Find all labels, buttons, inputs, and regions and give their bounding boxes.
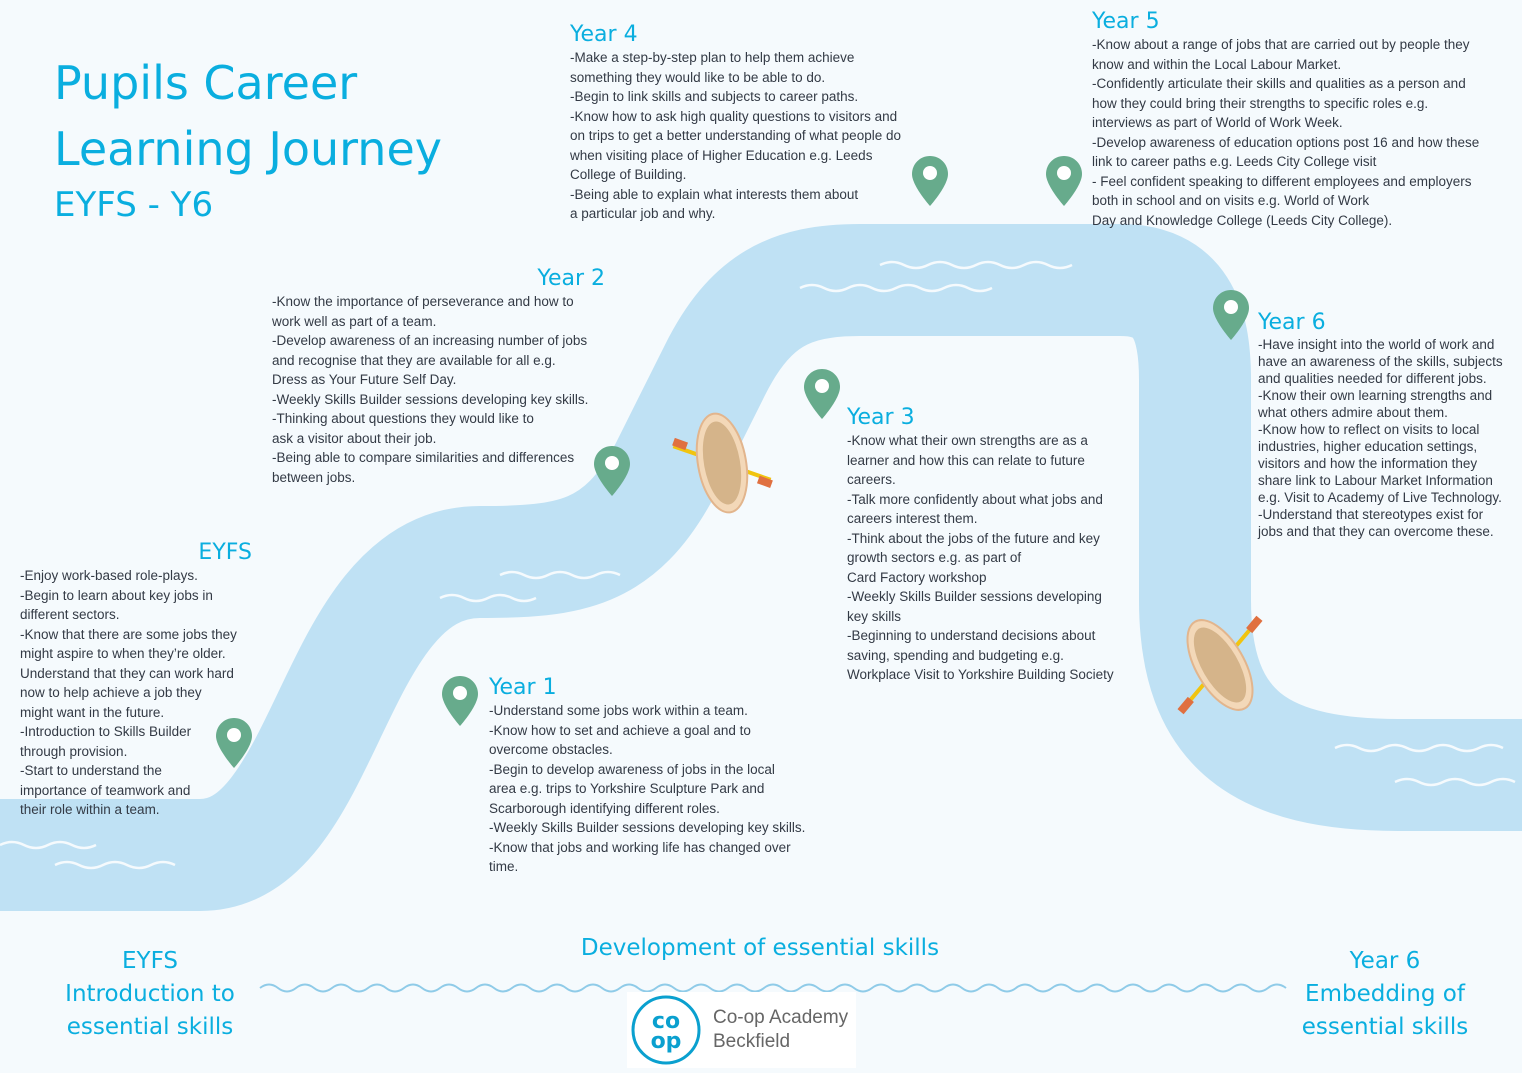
stage-year-5: Year 5-Know about a range of jobs that a… bbox=[1092, 9, 1480, 228]
canoe-1 bbox=[672, 412, 773, 514]
location-pin-icon bbox=[1046, 156, 1082, 206]
location-pin-icon bbox=[804, 369, 840, 419]
stage-year-2: Year 2-Know the importance of perseveran… bbox=[272, 266, 605, 485]
school-name-line2: Beckfield bbox=[713, 1031, 791, 1052]
page-subtitle: EYFS - Y6 bbox=[54, 185, 214, 225]
wave-divider bbox=[259, 983, 1287, 993]
svg-text:co: co bbox=[652, 1009, 680, 1034]
canoe-2 bbox=[1177, 615, 1263, 715]
stage-year-3: Year 3-Know what their own strengths are… bbox=[847, 405, 1114, 682]
location-pin-icon bbox=[594, 446, 630, 496]
coop-logo-icon: co op bbox=[631, 995, 701, 1065]
stage-year-6: Year 6-Have insight into the world of wo… bbox=[1258, 310, 1503, 539]
svg-text:op: op bbox=[651, 1029, 682, 1054]
location-pin-icon bbox=[1213, 290, 1249, 340]
location-pin-icon bbox=[442, 676, 478, 726]
footer-eyfs-label: EYFS Introduction to essential skills bbox=[65, 948, 235, 1040]
stage-year-4: Year 4-Make a step-by-step plan to help … bbox=[570, 22, 901, 221]
footer-center-label: Development of essential skills bbox=[580, 935, 940, 961]
water-waves bbox=[0, 260, 1516, 870]
school-name-line1: Co-op Academy bbox=[713, 1007, 849, 1028]
stage-year-1: Year 1-Understand some jobs work within … bbox=[489, 675, 806, 874]
location-pin-icon bbox=[216, 718, 252, 768]
stage-eyfs: EYFS-Enjoy work-based role-plays. -Begin… bbox=[20, 540, 252, 817]
footer-year6-label: Year 6 Embedding of essential skills bbox=[1301, 948, 1469, 1040]
location-pin-icon bbox=[912, 156, 948, 206]
